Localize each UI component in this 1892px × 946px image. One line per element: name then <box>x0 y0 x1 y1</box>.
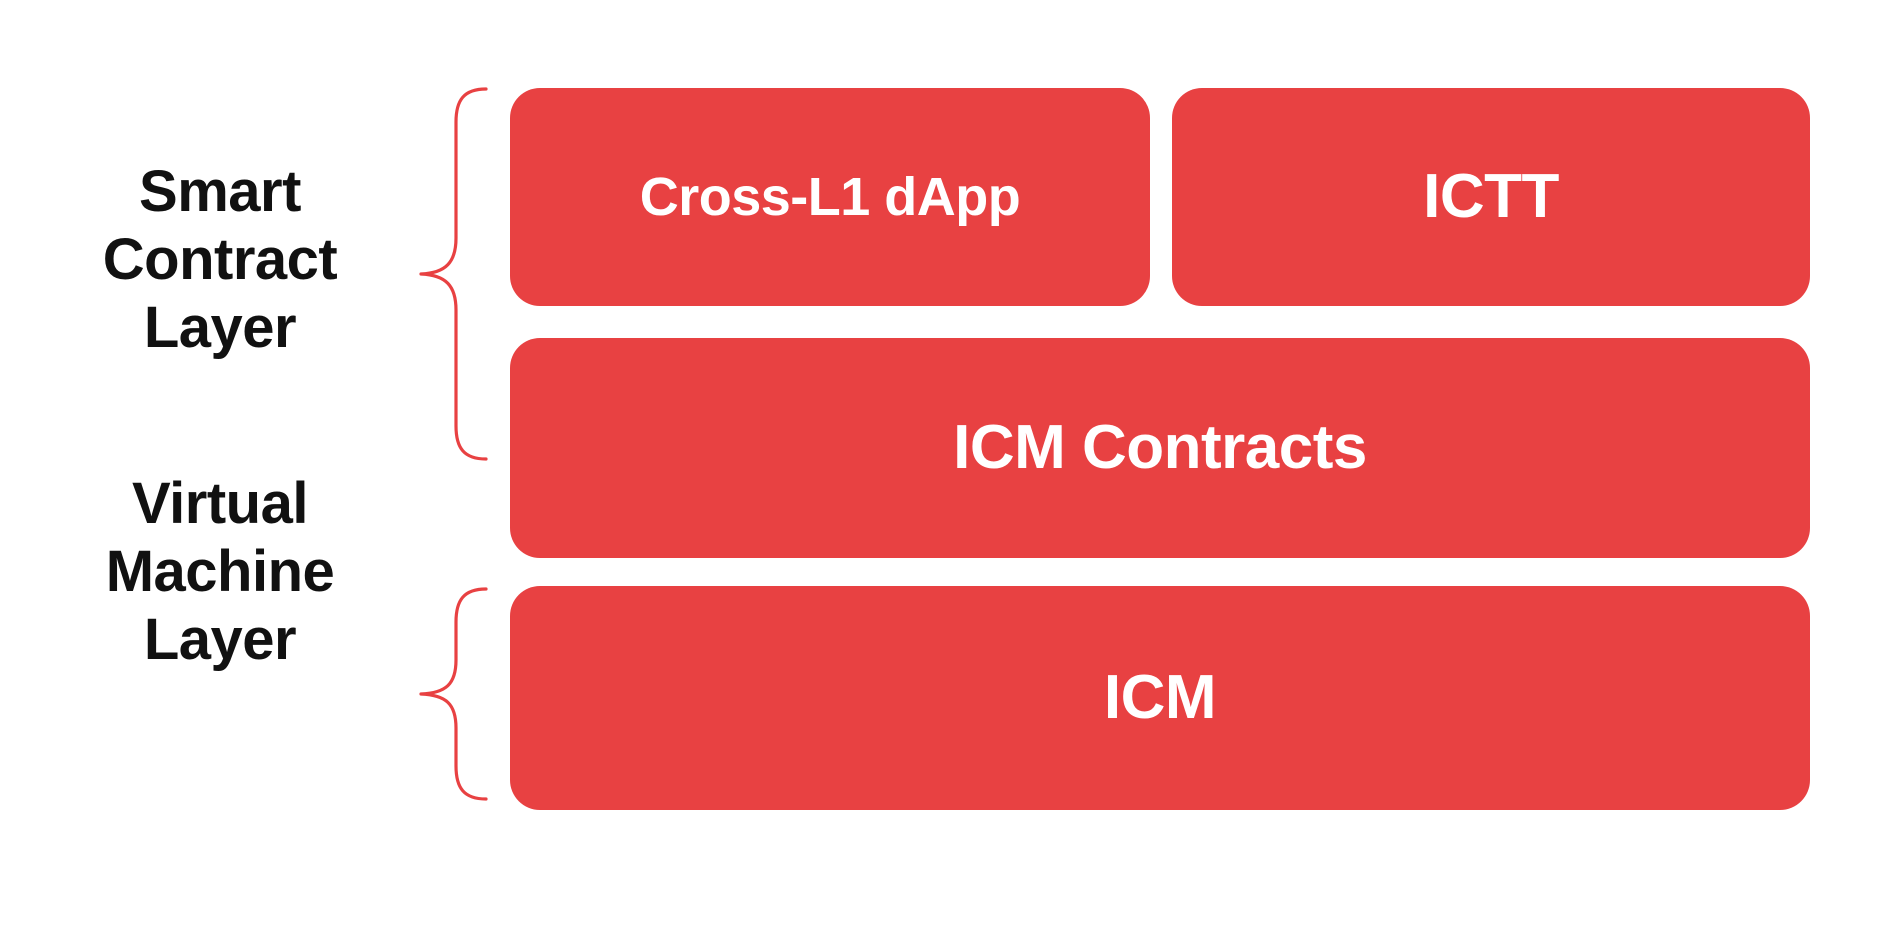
curly-brace-icon-smart-contract-layer <box>412 78 488 470</box>
group-label-virtual-machine-layer: Virtual Machine Layer <box>105 471 335 672</box>
box-ictt[interactable]: ICTT <box>1172 88 1810 306</box>
box-label-icm-contracts: ICM Contracts <box>953 413 1367 483</box>
curly-brace-icon-virtual-machine-layer <box>412 578 488 810</box>
box-icm-contracts[interactable]: ICM Contracts <box>510 338 1810 558</box>
box-label-ictt: ICTT <box>1423 162 1559 232</box>
box-label-icm: ICM <box>1103 663 1217 733</box>
group-label-smart-contract-layer: Smart Contract Layer <box>102 159 338 360</box>
box-cross-l1-dapp[interactable]: Cross-L1 dApp <box>510 88 1150 306</box>
box-label-cross-l1-dapp: Cross-L1 dApp <box>639 166 1021 227</box>
box-icm[interactable]: ICM <box>510 586 1810 810</box>
